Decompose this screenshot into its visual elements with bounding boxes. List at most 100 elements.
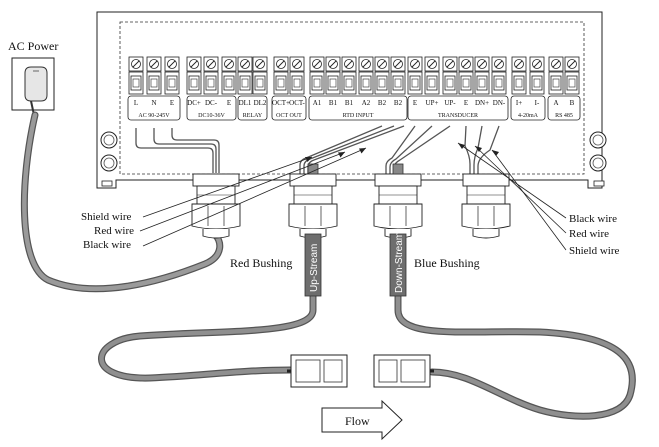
group-label: RS 485 <box>555 113 573 119</box>
right-black-wire-label: Black wire <box>569 213 617 225</box>
terminal-group-2: DC10-36V <box>186 95 237 121</box>
terminal-1: L <box>128 56 144 107</box>
terminal-label: DC- <box>205 99 218 107</box>
group-label: DC10-36V <box>198 113 225 119</box>
terminal-group-6: TRANSDUCER <box>407 95 509 121</box>
terminal-19: UP- <box>442 56 458 107</box>
terminal-label: UP+ <box>426 99 439 107</box>
left-wire-leaders <box>139 147 367 247</box>
upstream-jacket: Up-Stream <box>304 233 322 297</box>
terminal-20: E <box>458 56 474 107</box>
terminal-18: UP+ <box>424 56 440 107</box>
terminal-22: DN- <box>491 56 507 107</box>
group-label: TRANSDUCER <box>438 113 478 119</box>
terminal-groups: AC 90-245V DC10-36V RELAY OCT OUT RTD INPUT T… <box>127 95 581 121</box>
terminal-9: OCT+ <box>272 56 290 107</box>
terminal-13: B1 <box>341 56 357 107</box>
ac-power-label: AC Power <box>8 39 58 53</box>
terminal-label: OCT- <box>289 99 305 107</box>
downstream-transducer <box>373 354 434 388</box>
terminal-group-4: OCT OUT <box>271 95 307 121</box>
terminal-label: B1 <box>345 99 354 107</box>
terminal-11: A1 <box>309 56 325 107</box>
left-black-wire-label: Black wire <box>83 239 131 251</box>
terminal-label: DN+ <box>475 99 489 107</box>
terminal-label: B1 <box>329 99 338 107</box>
terminal-12: B1 <box>325 56 341 107</box>
group-label: RELAY <box>243 113 263 119</box>
terminal-2: N <box>146 56 162 107</box>
group-label: 4-20mA <box>518 113 539 119</box>
terminal-label: DC+ <box>187 99 201 107</box>
right-wire-arrowheads <box>458 143 499 156</box>
cable-gland-3 <box>373 163 423 239</box>
terminal-label: E <box>464 99 468 107</box>
terminal-group-1: AC 90-245V <box>127 95 181 121</box>
terminal-25: A <box>548 56 564 107</box>
terminal-24: I- <box>529 56 545 107</box>
terminal-4: DC+ <box>186 56 202 107</box>
terminal-label: A2 <box>362 99 371 107</box>
terminal-group-5: RTD INPUT <box>308 95 408 121</box>
downstream-label: Down-Stream <box>394 232 405 293</box>
terminal-15: B2 <box>374 56 390 107</box>
terminal-3: E <box>164 56 180 107</box>
terminal-label: N <box>151 99 156 107</box>
blue-bushing-label: Blue Bushing <box>414 256 480 270</box>
terminal-8: DL2 <box>252 56 268 107</box>
right-wire-leaders <box>457 142 567 251</box>
terminal-17: E <box>407 56 423 107</box>
terminal-label: DL1 <box>239 99 252 107</box>
terminal-7: DL1 <box>237 56 253 107</box>
terminal-6: E <box>221 56 237 107</box>
left-red-wire-label: Red wire <box>94 225 134 237</box>
ac-power-adapter <box>11 57 55 116</box>
terminal-label: L <box>134 99 138 107</box>
terminal-label: B2 <box>378 99 387 107</box>
terminal-label: OCT+ <box>272 99 290 107</box>
cable-glands <box>191 163 511 239</box>
terminal-16: B2 <box>390 56 406 107</box>
upstream-label: Up-Stream <box>309 244 320 292</box>
right-red-wire-label: Red wire <box>569 228 609 240</box>
downstream-jacket: Down-Stream <box>389 232 407 297</box>
cable-gland-1 <box>191 173 241 239</box>
terminal-21: DN+ <box>474 56 490 107</box>
terminal-label: I+ <box>516 99 522 107</box>
cable-gland-2 <box>288 163 338 239</box>
terminal-group-7: 4-20mA <box>510 95 546 121</box>
terminal-23: I+ <box>511 56 527 107</box>
terminal-label: I- <box>535 99 540 107</box>
red-bushing-label: Red Bushing <box>230 256 292 270</box>
terminal-label: E <box>170 99 174 107</box>
terminal-label: E <box>227 99 231 107</box>
terminal-label: B2 <box>394 99 403 107</box>
terminal-label: A <box>553 99 558 107</box>
cable-gland-4 <box>461 173 511 239</box>
terminal-label: A1 <box>313 99 322 107</box>
right-shield-wire-label: Shield wire <box>569 245 620 257</box>
terminal-label: UP- <box>444 99 456 107</box>
flow-arrow: Flow <box>321 399 403 441</box>
terminal-5: DC- <box>203 56 219 107</box>
terminal-label: DL2 <box>254 99 267 107</box>
terminal-14: A2 <box>358 56 374 107</box>
terminal-26: B <box>564 56 580 107</box>
terminal-10: OCT- <box>289 56 306 107</box>
ac-internal-wires <box>135 128 220 173</box>
terminal-group-8: RS 485 <box>547 95 581 121</box>
terminal-label: DN- <box>493 99 506 107</box>
enclosure <box>96 11 607 189</box>
group-label: RTD INPUT <box>343 113 374 119</box>
terminal-group-3: RELAY <box>237 95 268 121</box>
left-shield-wire-label: Shield wire <box>81 211 132 223</box>
group-label: OCT OUT <box>276 113 302 119</box>
terminal-label: B <box>570 99 575 107</box>
upstream-transducer <box>287 354 348 388</box>
flow-label: Flow <box>345 414 370 428</box>
left-wire-arrowheads <box>305 148 366 162</box>
terminal-label: E <box>413 99 417 107</box>
group-label: AC 90-245V <box>138 113 170 119</box>
